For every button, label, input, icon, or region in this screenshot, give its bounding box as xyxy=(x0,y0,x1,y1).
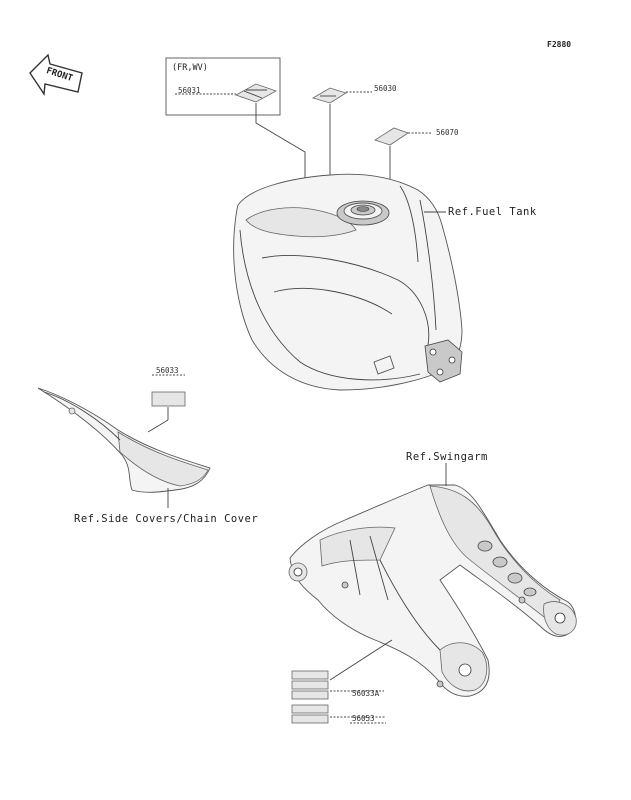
label-part-56033: 56033 xyxy=(147,366,186,433)
ref-fuel-tank: Ref.Fuel Tank xyxy=(448,206,537,218)
market-inset-box: (FR,WV) xyxy=(165,57,281,116)
part-number-56053: 56053 xyxy=(352,714,375,723)
side-cover: Ref.Side Covers/Chain Cover xyxy=(37,387,258,525)
ref-side-covers: Ref.Side Covers/Chain Cover xyxy=(74,513,258,525)
inset-label: (FR,WV) xyxy=(172,63,208,73)
swingarm: Ref.Swingarm xyxy=(288,451,577,697)
label-part-56053: 56053 xyxy=(291,704,386,724)
front-arrow-icon: FRONT xyxy=(29,53,83,97)
part-number-56033a: 56033A xyxy=(352,689,380,698)
ref-swingarm: Ref.Swingarm xyxy=(406,451,488,463)
part-number-56070: 56070 xyxy=(436,128,459,137)
label-part-56033a: 56033A xyxy=(291,670,384,700)
part-number-56030: 56030 xyxy=(374,84,397,93)
fuel-tank: Ref.Fuel Tank xyxy=(233,173,537,391)
label-part-56031: 56031 xyxy=(175,83,306,178)
part-number-56033: 56033 xyxy=(156,366,179,375)
figure-code: F2880 xyxy=(547,40,571,49)
part-number-56031: 56031 xyxy=(178,86,201,95)
